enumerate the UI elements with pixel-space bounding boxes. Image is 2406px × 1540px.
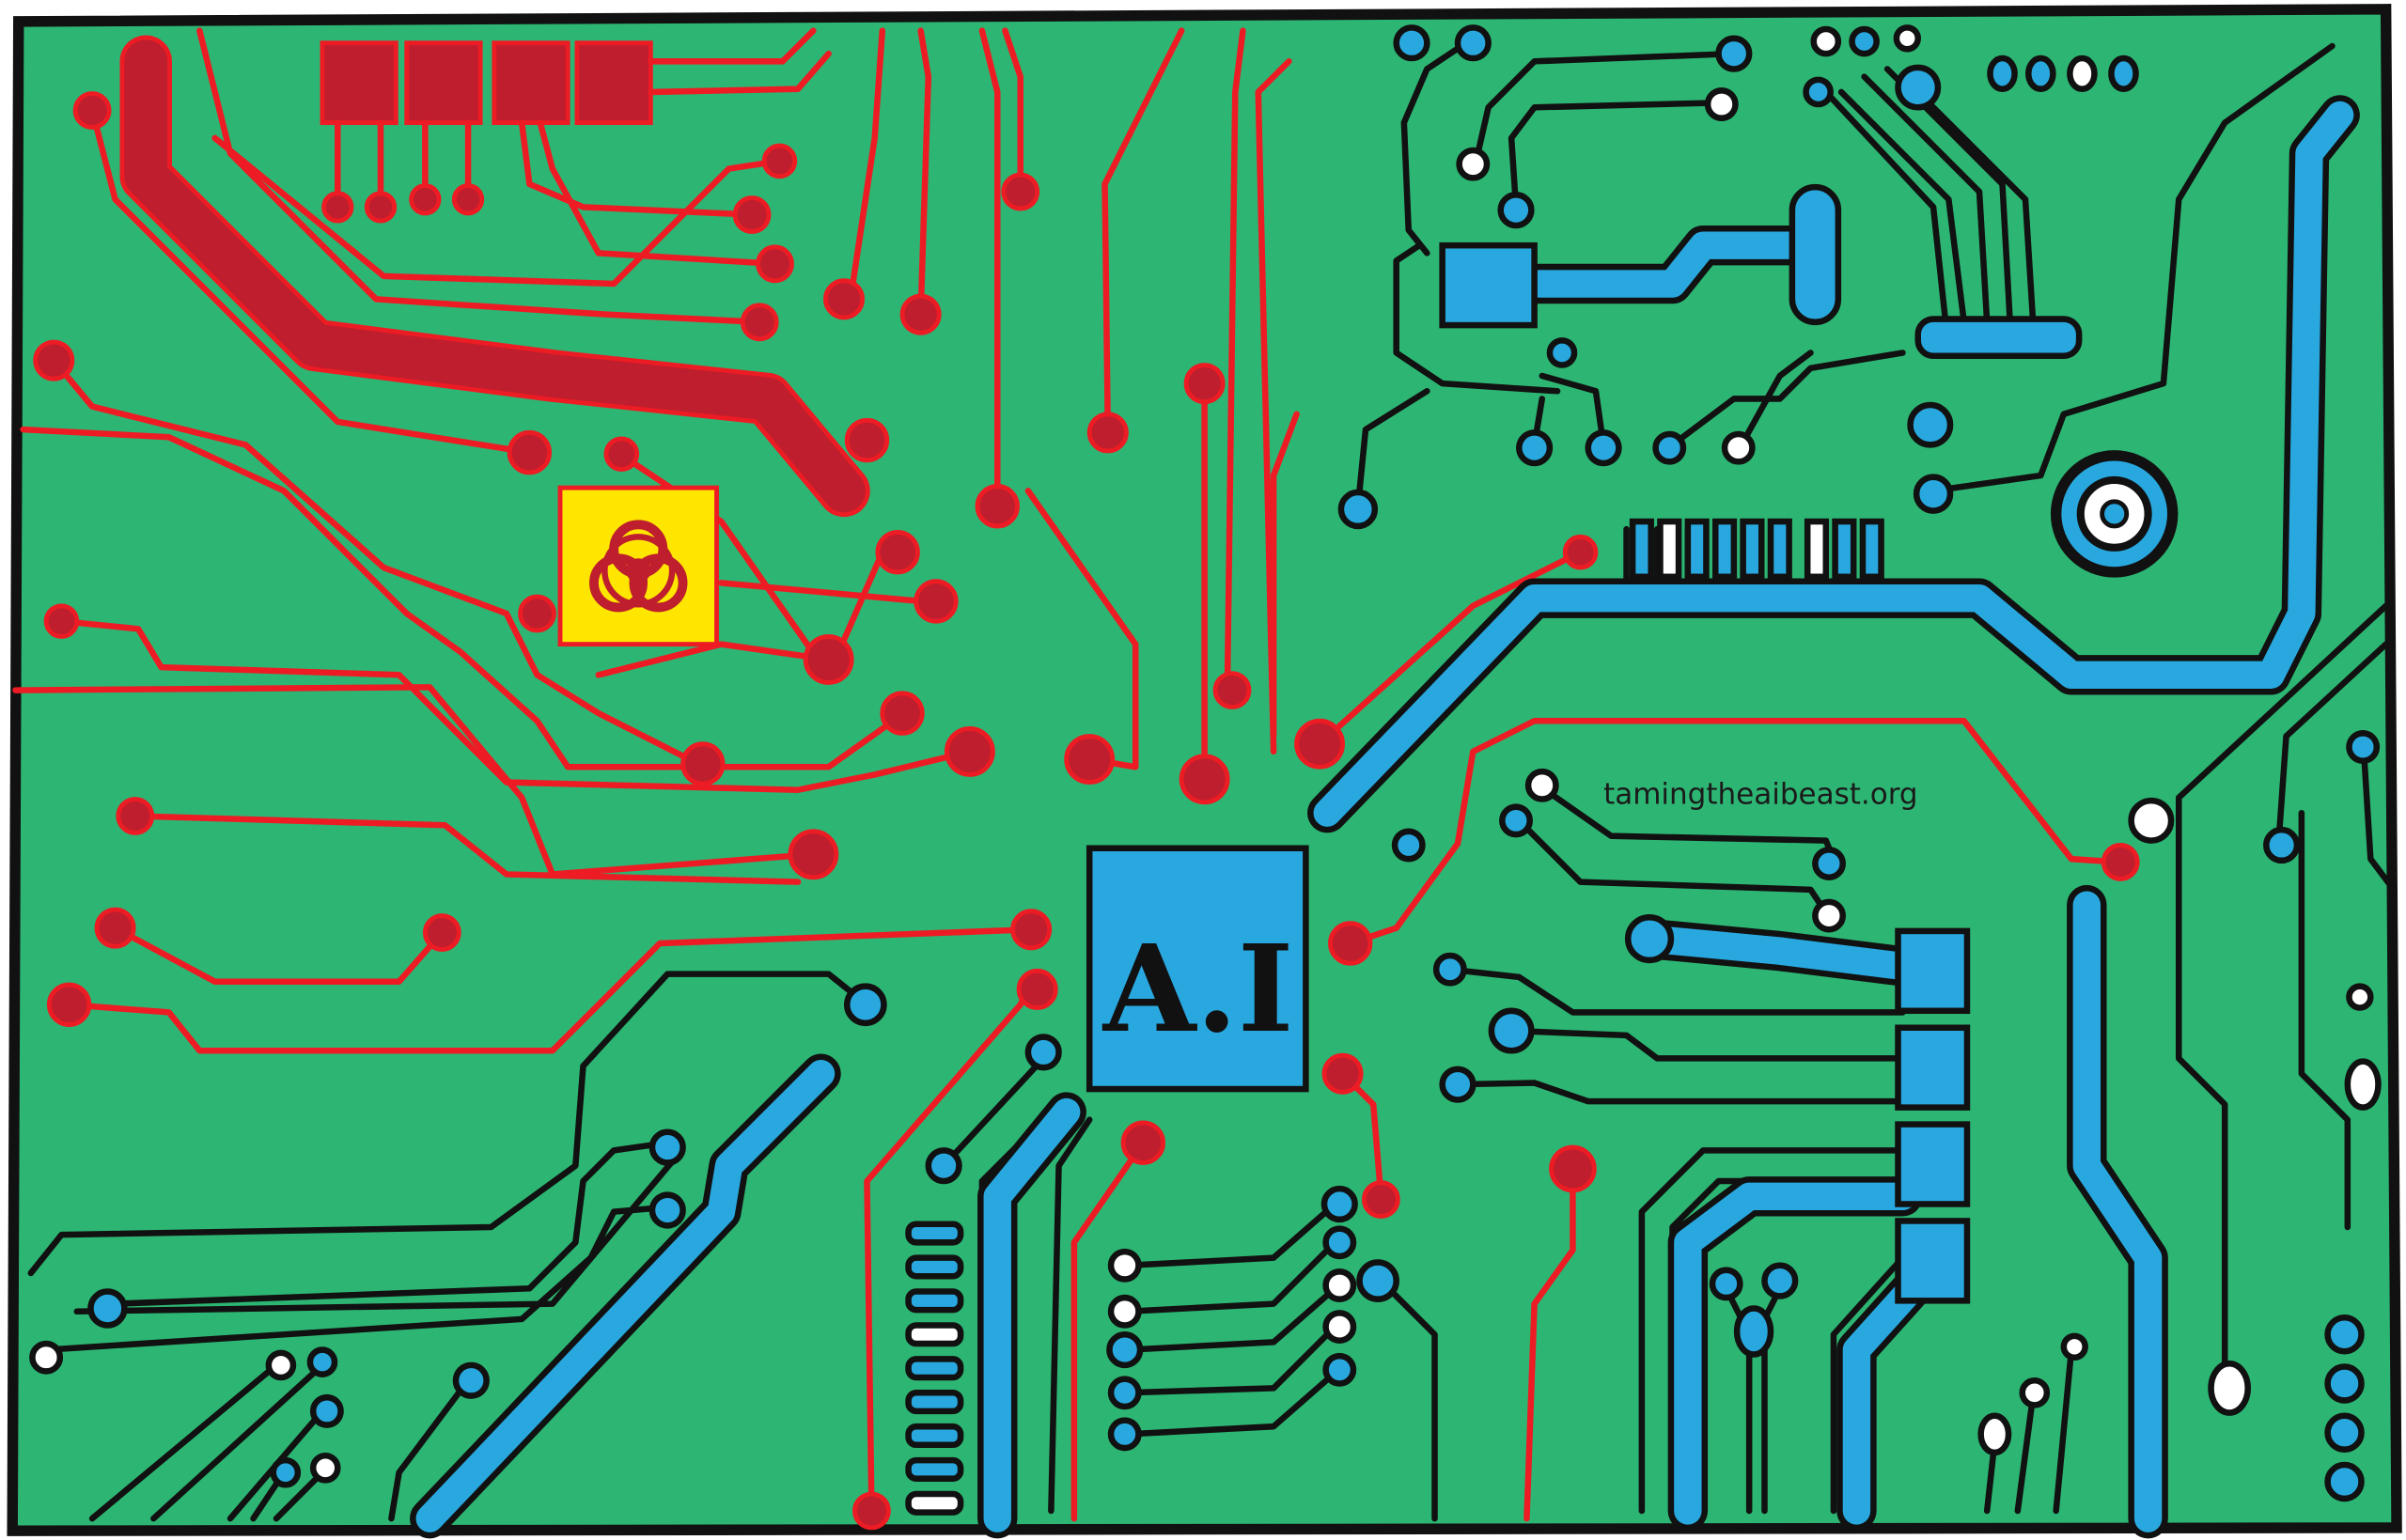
black-pads (29, 24, 2382, 1502)
blue-traces (410, 95, 2360, 1539)
ai-chip: A.I (1086, 845, 1309, 1093)
website-url: tamingtheaibeast.org (1603, 777, 1918, 811)
red-traces (12, 27, 2121, 1522)
dark-red-bus (119, 27, 870, 518)
ai-chip-label: A.I (1102, 919, 1294, 1060)
biohazard-sign (557, 485, 719, 647)
biohazard-icon (589, 520, 688, 613)
red-pads (33, 91, 2140, 1531)
connector-pins (905, 518, 1884, 1516)
